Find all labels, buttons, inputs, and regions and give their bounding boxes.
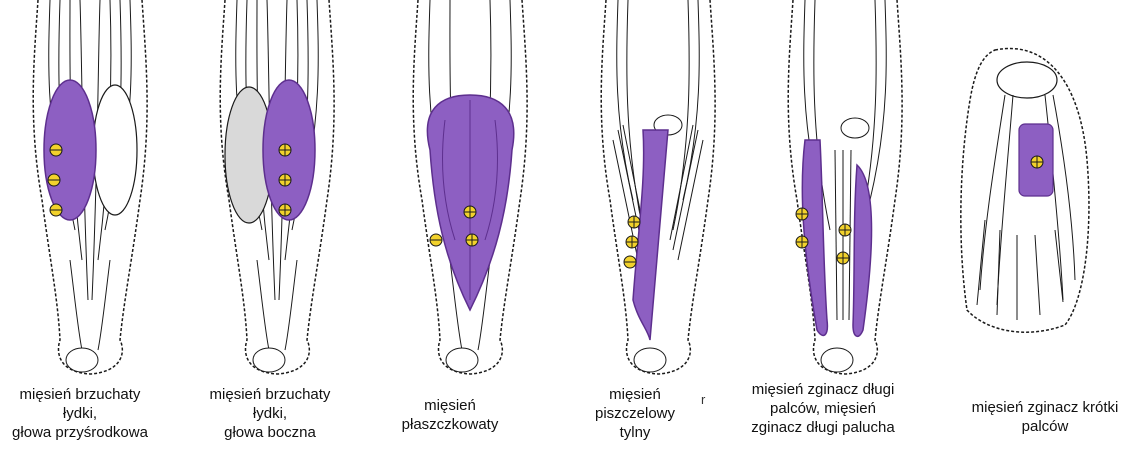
caption-flexor-digitorum-brevis: mięsień zginacz krótki palców: [955, 398, 1135, 436]
caption-tibialis-posterior: mięsień piszczelowy tylny: [555, 385, 715, 442]
caption-line: mięsień zginacz długi: [733, 380, 913, 399]
highlighted-muscle: [427, 95, 513, 310]
caption-gastrocnemius-lateral: mięsień brzuchaty łydki, głowa boczna: [190, 385, 350, 442]
leg-figure-tibialis-posterior: [588, 0, 728, 375]
fibula-head: [841, 118, 869, 138]
caption-line: łydki,: [0, 404, 160, 423]
foot-illustration: [955, 40, 1095, 340]
heel-bone: [66, 348, 98, 372]
caption-line: głowa przyśrodkowa: [0, 423, 160, 442]
caption-line: mięsień brzuchaty: [0, 385, 160, 404]
heel-bone: [446, 348, 478, 372]
caption-line: piszczelowy: [555, 404, 715, 423]
highlighted-muscle-fhl: [853, 165, 872, 336]
caption-line: mięsień brzuchaty: [190, 385, 350, 404]
foot-figure-flexor-digitorum-brevis: [955, 40, 1095, 340]
leg-figure-gastrocnemius-medial: [20, 0, 160, 375]
leg-illustration: [400, 0, 540, 375]
highlighted-muscle: [633, 130, 668, 340]
caption-line: mięsień: [555, 385, 715, 404]
caption-line: palców: [955, 417, 1135, 436]
trigger-point: [1031, 156, 1043, 168]
leg-figure-flexor-digitorum-hallucis-longus: [775, 0, 915, 375]
heel-bone: [634, 348, 666, 372]
caption-line: mięsień: [370, 396, 530, 415]
heel-pad: [997, 62, 1057, 98]
caption-gastrocnemius-medial: mięsień brzuchaty łydki, głowa przyśrodk…: [0, 385, 160, 442]
caption-soleus: mięsień płaszczkowaty: [370, 396, 530, 434]
caption-line: łydki,: [190, 404, 350, 423]
caption-line: płaszczkowaty: [370, 415, 530, 434]
caption-line: palców, mięsień: [733, 399, 913, 418]
leg-figure-soleus: [400, 0, 540, 375]
heel-bone: [821, 348, 853, 372]
lateral-head-muscle: [93, 85, 137, 215]
trigger-points: [279, 144, 291, 216]
leg-illustration: [207, 0, 347, 375]
leg-illustration: [588, 0, 728, 375]
leg-figure-gastrocnemius-lateral: [207, 0, 347, 375]
leg-illustration: [20, 0, 160, 375]
leg-illustration: [775, 0, 915, 375]
heel-bone: [253, 348, 285, 372]
caption-flexor-digitorum-hallucis-longus: mięsień zginacz długi palców, mięsień zg…: [733, 380, 913, 437]
caption-line: zginacz długi palucha: [733, 418, 913, 437]
caption-line: mięsień zginacz krótki: [955, 398, 1135, 417]
caption-line: tylny: [555, 423, 715, 442]
caption-line: głowa boczna: [190, 423, 350, 442]
stray-mark: r: [701, 392, 705, 407]
